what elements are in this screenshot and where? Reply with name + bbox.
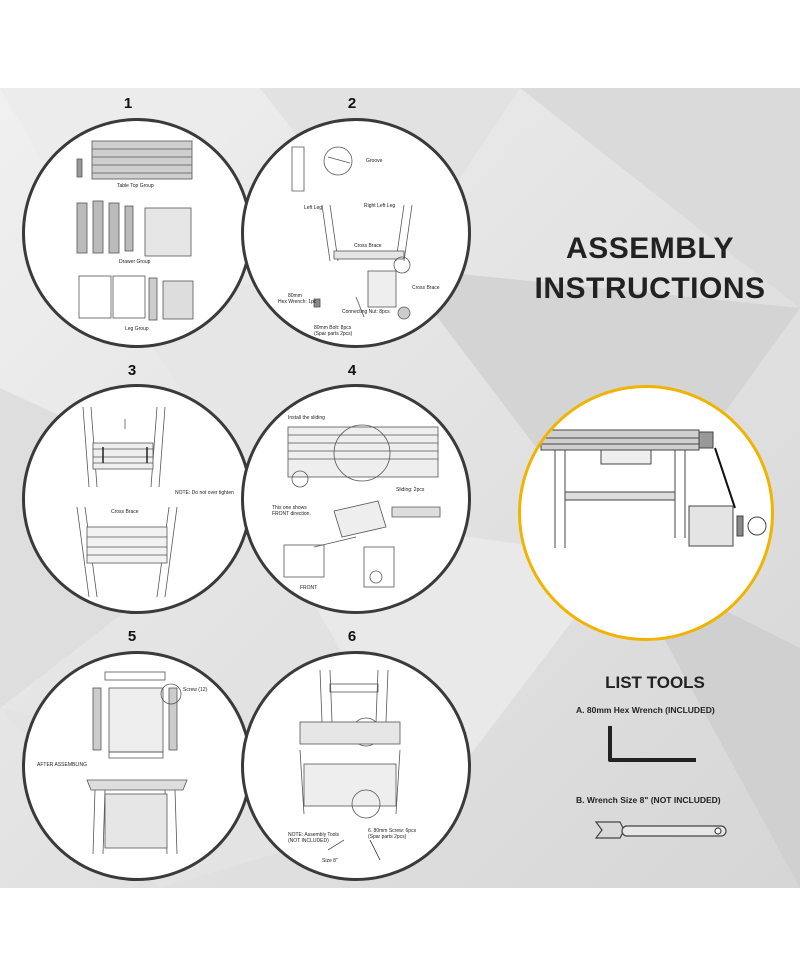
step-1-illustration bbox=[76, 140, 194, 321]
adjustable-wrench-icon bbox=[594, 821, 727, 839]
connecting-nut-label: Connecting Nut: 8pcs bbox=[342, 309, 390, 315]
step-number: 4 bbox=[347, 362, 357, 379]
hex-wrench-icon bbox=[608, 726, 696, 762]
bolt-label: 80mm Bolt: 8pcs bbox=[314, 325, 352, 331]
workbench-illustration bbox=[540, 429, 767, 548]
groove-label: Groove bbox=[366, 158, 383, 164]
step-2-illustration bbox=[291, 146, 413, 320]
tool-a-label: A. 80mm Hex Wrench (INCLUDED) bbox=[576, 705, 715, 715]
step-6-circle: NOTE: Assembly Tools (NOT INCLUDED) Size… bbox=[241, 651, 471, 881]
cross-brace-label: Cross Brace bbox=[412, 285, 440, 291]
step-number: 3 bbox=[127, 362, 137, 379]
size-label: Size 8" bbox=[322, 858, 338, 864]
drawer-group-label: Drawer Group bbox=[119, 259, 151, 265]
cross-brace-label: Cross Brace bbox=[111, 509, 139, 515]
hex-wrench-size-label: 80mm bbox=[288, 293, 302, 299]
tools-note-label: (NOT INCLUDED) bbox=[288, 838, 329, 844]
step-6-illustration bbox=[299, 669, 401, 861]
tools-note-label: NOTE: Assembly Tools bbox=[288, 832, 340, 838]
page-title-line-1: ASSEMBLY bbox=[566, 232, 734, 265]
step-number: 1 bbox=[123, 95, 133, 112]
screw-label: 6. 80mm Screw: 6pcs bbox=[368, 828, 417, 834]
leg-group-label: Leg Group bbox=[125, 326, 149, 332]
hex-wrench-label: Hex Wrench: 1pc bbox=[278, 299, 317, 305]
step-2-circle: Groove Left Leg Right Left Leg Cross Bra… bbox=[241, 118, 471, 348]
after-assembling-label: AFTER ASSEMBLING bbox=[37, 762, 88, 768]
page-title-line-2: INSTRUCTIONS bbox=[534, 272, 766, 305]
step-1-circle: Table Top Group Drawer Group Leg Group bbox=[22, 118, 252, 348]
screw-spare-label: (Spar parts 2pcs) bbox=[368, 834, 407, 840]
step-number: 2 bbox=[347, 95, 357, 112]
step-number: 5 bbox=[127, 628, 137, 645]
tool-b-label: B. Wrench Size 8" (NOT INCLUDED) bbox=[576, 795, 721, 805]
note-label: NOTE: Do not over tighten bbox=[175, 490, 234, 496]
table-top-label: Table Top Group bbox=[117, 183, 154, 189]
screw-label: Screw (12) bbox=[183, 687, 208, 693]
step-number: 6 bbox=[347, 628, 357, 645]
right-leg-label: Right Left Leg bbox=[364, 203, 396, 209]
front-note-label: FRONT direction. bbox=[272, 511, 311, 517]
step-3-illustration bbox=[76, 406, 178, 598]
step-4-illustration bbox=[283, 424, 441, 588]
step-5-illustration bbox=[86, 671, 188, 855]
cross-brace-label: Cross Brace bbox=[354, 243, 382, 249]
step-4-circle: Install the sliding Sliding: 2pcs This o… bbox=[241, 384, 471, 614]
install-label: Install the sliding bbox=[288, 415, 325, 421]
tools-title: LIST TOOLS bbox=[605, 673, 705, 692]
front-note-label: This one shows bbox=[272, 505, 307, 511]
left-leg-label: Left Leg bbox=[304, 205, 323, 211]
step-5-circle: Screw (12) AFTER ASSEMBLING bbox=[22, 651, 252, 881]
front-label: FRONT bbox=[300, 585, 318, 591]
sliding-label: Sliding: 2pcs bbox=[396, 487, 425, 493]
bolt-spare-label: (Spar parts 2pcs) bbox=[314, 331, 353, 337]
step-3-circle: NOTE: Do not over tighten Cross Brace bbox=[22, 384, 252, 614]
workbench-image bbox=[518, 385, 774, 641]
